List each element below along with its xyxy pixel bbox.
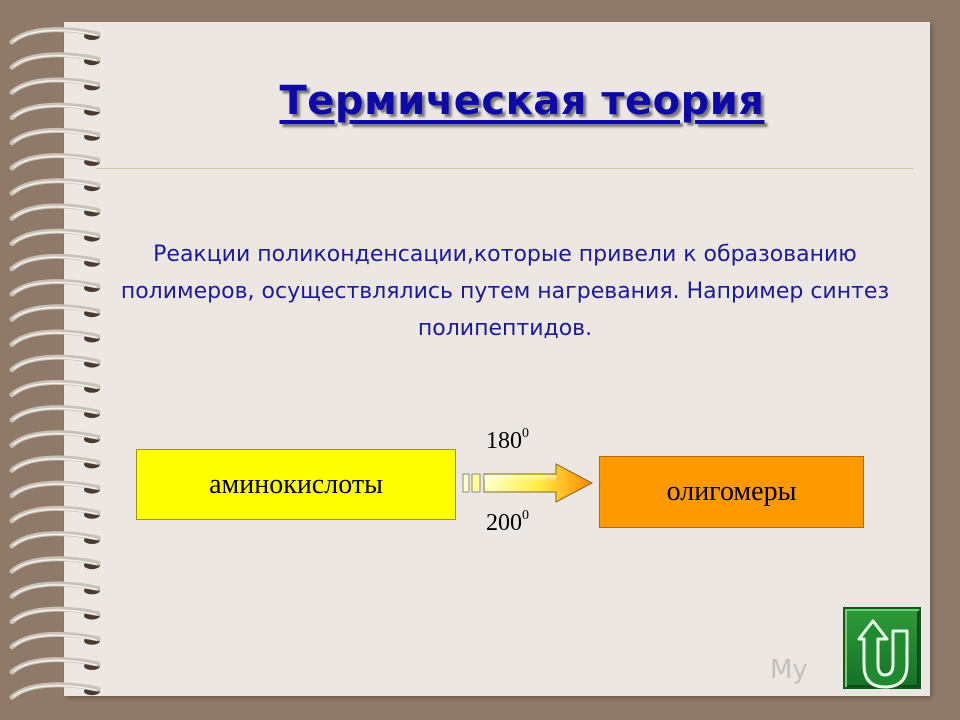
binding-ring — [9, 480, 101, 499]
binding-ring — [9, 354, 101, 373]
binding-ring — [9, 127, 101, 146]
watermark-logo: My — [770, 655, 808, 685]
binding-ring — [9, 153, 101, 171]
binding-ring — [9, 102, 101, 121]
binding-ring — [9, 52, 101, 70]
binding-ring — [9, 682, 101, 700]
return-button[interactable] — [843, 607, 921, 689]
binding-ring — [9, 581, 101, 599]
binding-ring — [9, 379, 101, 398]
temperature-lower-degree: 0 — [522, 508, 529, 523]
binding-ring — [9, 657, 101, 675]
slide-title: Термическая теория — [279, 78, 765, 124]
binding-ring — [9, 631, 101, 650]
temperature-lower-value: 200 — [486, 510, 522, 536]
product-box: олигомеры — [599, 456, 864, 528]
temperature-upper: 1800 — [486, 426, 529, 455]
reactant-label: аминокислоты — [209, 468, 383, 500]
binding-ring — [9, 606, 101, 625]
binding-ring — [9, 178, 101, 196]
binding-ring — [9, 556, 101, 574]
binding-ring — [9, 405, 101, 423]
binding-ring — [9, 203, 101, 221]
binding-ring — [9, 430, 101, 448]
binding-ring — [9, 505, 101, 524]
binding-ring — [9, 455, 101, 473]
product-label: олигомеры — [666, 476, 797, 507]
u-turn-back-arrow-icon — [857, 619, 909, 689]
binding-ring — [9, 228, 101, 247]
reactant-box: аминокислоты — [136, 449, 456, 520]
temperature-upper-degree: 0 — [522, 426, 529, 441]
temperature-upper-value: 180 — [486, 428, 522, 454]
notebook-page — [64, 22, 930, 696]
reaction-arrow-icon — [462, 463, 594, 503]
binding-ring — [9, 253, 101, 272]
temperature-lower: 2000 — [486, 508, 529, 537]
binding-ring — [9, 304, 101, 322]
slide-body-text: Реакции поликонденсации,которые привели … — [120, 242, 890, 341]
title-divider — [96, 168, 914, 169]
binding-ring — [9, 329, 101, 347]
binding-ring — [9, 27, 101, 45]
binding-ring — [9, 531, 101, 549]
binding-ring — [9, 77, 101, 95]
spiral-binding — [9, 27, 101, 700]
binding-ring — [9, 279, 101, 297]
